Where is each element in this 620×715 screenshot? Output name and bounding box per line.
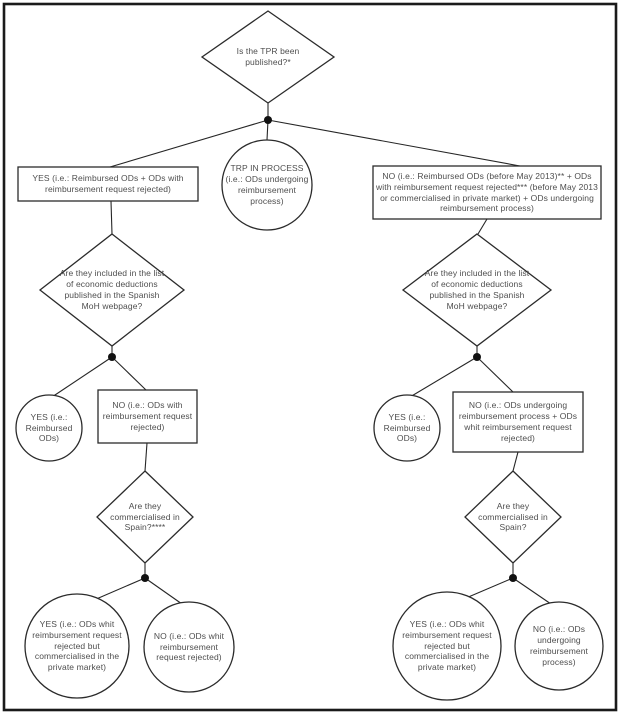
trp-in-process-circle [221, 139, 313, 231]
right-deductions-diamond [401, 233, 553, 347]
left-yes-commercialised-circle [24, 593, 130, 699]
no-published-box [372, 165, 602, 220]
junction-dot [264, 116, 272, 124]
junction-dot [141, 574, 149, 582]
right-no-deductions-box [452, 391, 584, 453]
right-yes-commercialised-circle [392, 591, 502, 701]
right-yes-deductions-circle [373, 394, 441, 462]
root-decision-diamond [200, 10, 336, 104]
left-no-commercialised-circle [143, 601, 235, 693]
left-yes-deductions-circle [15, 394, 83, 462]
left-commercialised-diamond [96, 470, 194, 564]
left-no-deductions-box [97, 389, 198, 444]
right-no-commercialised-circle [514, 601, 604, 691]
left-deductions-diamond [38, 233, 186, 347]
yes-published-box [17, 166, 199, 202]
junction-dot [108, 353, 116, 361]
junction-dots [108, 116, 517, 582]
junction-dot [509, 574, 517, 582]
junction-dot [473, 353, 481, 361]
right-commercialised-diamond [464, 470, 562, 564]
